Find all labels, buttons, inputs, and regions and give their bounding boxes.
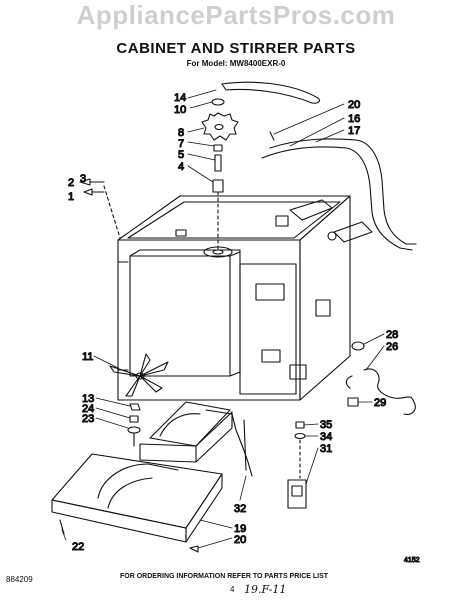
callout-34: 34: [320, 431, 332, 443]
callout-28: 28: [386, 329, 398, 341]
base-plate: [51, 453, 223, 543]
duct-tube: [205, 409, 253, 477]
callout-2: 2: [68, 177, 74, 189]
callout-10: 10: [174, 104, 186, 116]
callout-4: 4: [178, 161, 184, 173]
callout-24: 24: [82, 403, 94, 415]
coupler-part: [212, 179, 224, 193]
callout-20-top: 20: [348, 99, 360, 111]
callout-3: 3: [80, 173, 86, 185]
power-cord: [345, 341, 416, 415]
callout-31: 31: [320, 443, 332, 455]
callout-13: 13: [82, 393, 94, 405]
handwritten-note: 19.F-11: [244, 583, 287, 596]
fan-blade: [109, 353, 169, 397]
wiring-harness: [261, 138, 417, 251]
callout-17: 17: [348, 125, 360, 137]
page-title: CABINET AND STIRRER PARTS: [116, 40, 356, 57]
air-guide: [139, 401, 233, 463]
screws-left: [79, 178, 121, 239]
callout-11: 11: [82, 351, 93, 363]
ordering-note: FOR ORDERING INFORMATION REFER TO PARTS …: [120, 573, 329, 580]
callout-7: 7: [178, 138, 184, 150]
washer-part: [211, 98, 225, 106]
drive-belt: [221, 81, 321, 104]
callout-16: 16: [348, 113, 360, 125]
callout-23: 23: [82, 413, 94, 425]
callout-1: 1: [68, 191, 74, 203]
callout-22: 22: [72, 541, 84, 553]
watermark: AppliancePartsPros.com: [76, 0, 396, 30]
fuse-assembly: [287, 421, 307, 509]
page-number: 4: [230, 585, 235, 594]
callout-29: 29: [374, 397, 386, 409]
callout-20-bottom: 20: [234, 534, 246, 546]
shaft-part: [214, 154, 222, 172]
doc-number: 884209: [6, 575, 33, 584]
callout-14: 14: [174, 92, 186, 104]
callout-19: 19: [234, 523, 246, 535]
stirrer-blade: [201, 112, 239, 141]
callout-8: 8: [178, 127, 184, 139]
figure-number: 4152: [404, 557, 420, 564]
leader-lines: [61, 89, 385, 549]
callout-26: 26: [386, 341, 398, 353]
fan-hardware: [127, 403, 141, 447]
callout-5: 5: [178, 149, 184, 161]
cabinet-shell: [117, 195, 351, 401]
spacer-part: [213, 144, 223, 152]
callout-35: 35: [320, 419, 332, 431]
callout-32: 32: [234, 503, 246, 515]
model-subtitle: For Model: MW8400EXR-0: [186, 59, 286, 68]
